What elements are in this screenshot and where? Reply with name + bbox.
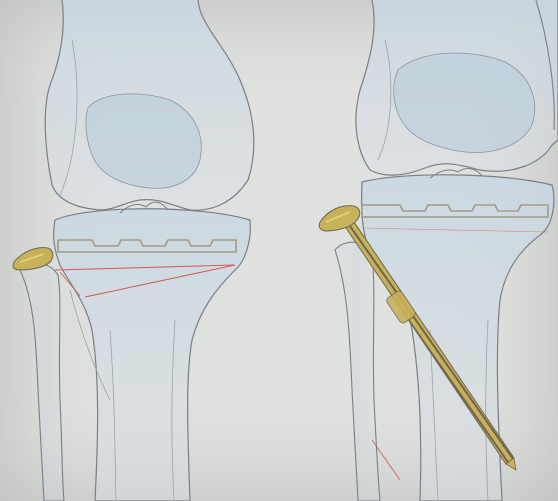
postop-panel [319,0,558,501]
tibia-left [54,202,251,501]
fibula-left [20,263,64,501]
preop-panel [13,0,254,501]
tibia-right [362,169,554,501]
femur-left [45,0,254,210]
femur-right [356,0,558,175]
